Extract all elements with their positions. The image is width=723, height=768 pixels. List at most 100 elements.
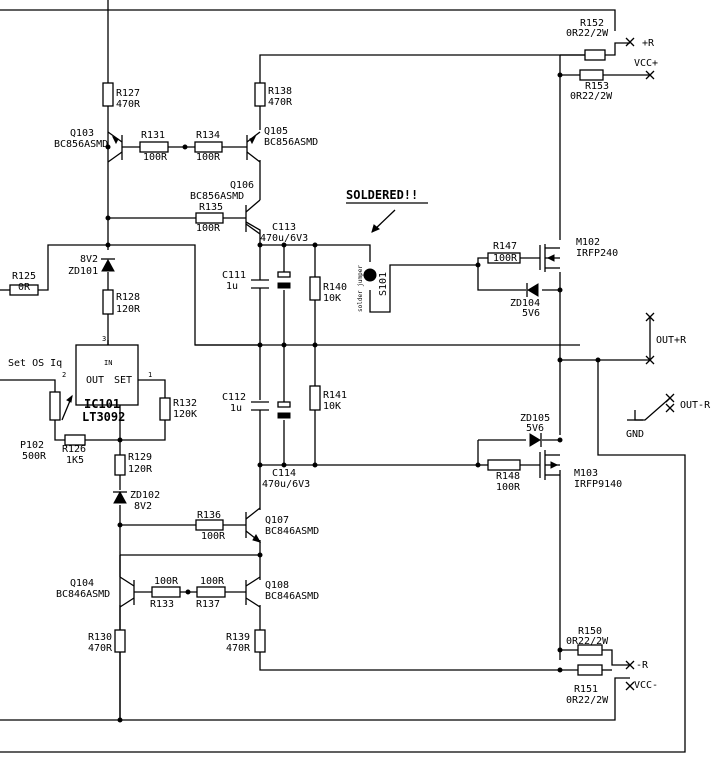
r130-body: [114, 629, 126, 653]
q105-symbol: [246, 131, 261, 163]
q108-symbol: [245, 576, 261, 608]
label-r140v: 10K: [323, 293, 341, 304]
label-c114n: C114: [272, 468, 296, 479]
label-r132v: 120K: [173, 409, 197, 420]
r133-body: [151, 586, 181, 598]
label-r141n: R141: [323, 390, 347, 401]
label-r148n: R148: [496, 471, 520, 482]
label-r128v: 120R: [116, 304, 141, 315]
s101-jumper: [363, 209, 396, 282]
label-r126v: 1K5: [66, 455, 84, 466]
component-labels: R127 470R Q103 BC856ASMD R131 100R R134 …: [12, 18, 711, 706]
label-icset: SET: [114, 375, 132, 386]
r135-body: [195, 212, 224, 224]
label-r133n: R133: [150, 599, 174, 610]
label-r137n: R137: [196, 599, 220, 610]
resistors: [9, 49, 606, 676]
label-r135n: R135: [199, 202, 223, 213]
label-q103t: BC856ASMD: [54, 139, 108, 150]
label-pin1: 1: [148, 371, 152, 379]
label-r153v: 0R22/2W: [570, 91, 613, 102]
zd105-symbol: [529, 433, 542, 447]
r131-body: [139, 141, 169, 153]
label-vccp: VCC+: [634, 58, 658, 69]
q104-symbol: [119, 555, 135, 608]
label-r129n: R129: [128, 452, 152, 463]
label-r125n: R125: [12, 271, 36, 282]
soldered-note: SOLDERED!!: [346, 188, 418, 202]
solder-jumper-label: solder jumper: [357, 265, 364, 312]
label-icin: IN: [104, 359, 112, 367]
label-c114v: 470u/6V3: [262, 479, 310, 490]
label-zd102n: ZD102: [130, 490, 160, 501]
label-r131v: 100R: [143, 152, 168, 163]
m103-symbol: [539, 450, 560, 480]
label-r127v: 470R: [116, 99, 141, 110]
label-vccm: VCC-: [634, 680, 658, 691]
q106-symbol: [245, 199, 261, 235]
r125-body: [9, 284, 39, 296]
label-ic101t: LT3092: [82, 410, 125, 424]
label-r130n: R130: [88, 632, 112, 643]
label-r140n: R140: [323, 282, 347, 293]
label-q105t: BC856ASMD: [264, 137, 318, 148]
label-c112n: C112: [222, 392, 246, 403]
label-r126n: R126: [62, 444, 86, 455]
label-r135v: 100R: [196, 223, 221, 234]
r134-body: [194, 141, 223, 153]
label-m102n: M102: [576, 237, 600, 248]
label-r153n: R153: [585, 81, 609, 92]
label-q108n: Q108: [265, 580, 289, 591]
label-gnd: GND: [626, 429, 644, 440]
label-r133v: 100R: [154, 576, 179, 587]
label-r148v: 100R: [496, 482, 521, 493]
zd102-symbol: [113, 490, 127, 504]
zd104-symbol: [526, 283, 539, 297]
r148-body: [487, 459, 521, 471]
label-r150n: R150: [578, 626, 602, 637]
label-c113n: C113: [272, 222, 296, 233]
r132-body: [159, 397, 171, 421]
r147-body: [487, 252, 521, 264]
label-r129v: 120R: [128, 464, 153, 475]
label-r136v: 100R: [201, 531, 226, 542]
label-q104n: Q104: [70, 578, 94, 589]
r137-body: [196, 586, 226, 598]
label-r138n: R138: [268, 86, 292, 97]
r150-body: [577, 644, 603, 656]
label-zd101n: ZD101: [68, 266, 98, 277]
label-minusr: -R: [636, 660, 649, 671]
label-r125v: 0R: [18, 282, 31, 293]
r127-body: [102, 82, 114, 107]
label-r139n: R139: [226, 632, 250, 643]
r140-body: [309, 276, 321, 301]
q107-symbol: [245, 507, 262, 543]
label-m103n: M103: [574, 468, 598, 479]
r139-body: [254, 629, 266, 653]
label-r151v: 0R22/2W: [566, 695, 609, 706]
label-r152n: R152: [580, 18, 604, 29]
r152-body: [584, 49, 606, 61]
r126-body: [64, 434, 86, 446]
ic101-symbol: [75, 340, 139, 406]
transistors: [107, 131, 560, 608]
diodes: [101, 258, 542, 504]
label-q103n: Q103: [70, 128, 94, 139]
label-q104t: BC846ASMD: [56, 589, 110, 600]
label-c112v: 1u: [230, 403, 242, 414]
label-zd104n: ZD104: [510, 298, 540, 309]
label-r127n: R127: [116, 88, 140, 99]
label-zd105n: ZD105: [520, 413, 550, 424]
label-r131n: R131: [141, 130, 165, 141]
label-zd104v: 5V6: [522, 308, 540, 319]
label-icout: OUT: [86, 375, 104, 386]
annotations: SOLDERED!! solder jumper Set OS Iq: [8, 188, 428, 369]
label-ic101n: IC101: [84, 397, 120, 411]
label-r139v: 470R: [226, 643, 251, 654]
label-r134v: 100R: [196, 152, 221, 163]
label-zd101v: 8V2: [80, 254, 98, 265]
r151-body: [577, 664, 603, 676]
label-c113v: 470u/6V3: [260, 233, 308, 244]
p102-symbol: [49, 391, 73, 421]
